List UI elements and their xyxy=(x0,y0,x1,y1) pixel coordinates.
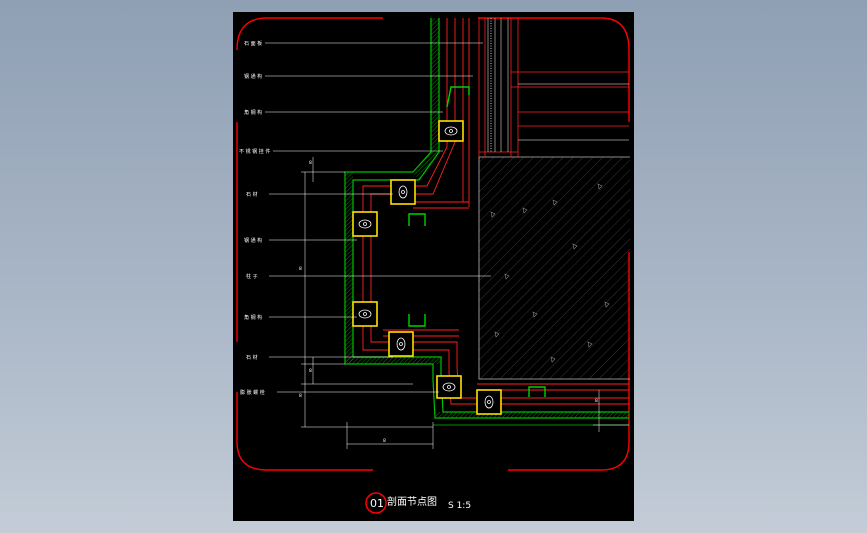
callout-label: 钢 通 构 xyxy=(244,237,262,244)
section-detail-drawing: 8 8 8 8 8 8 石 面 板 钢 通 构 角 钢 构 不 锈 钢 挂 件 … xyxy=(236,17,630,514)
dimension-lines xyxy=(301,157,629,449)
svg-text:8: 8 xyxy=(595,398,598,404)
sheet-border xyxy=(236,17,630,471)
callout-label: 膨 胀 螺 栓 xyxy=(240,389,265,396)
dimension-values: 8 8 8 8 8 8 xyxy=(299,160,598,444)
title-block: 01 剖面节点图 S 1:5 xyxy=(365,492,471,514)
title-number: 01 xyxy=(370,497,384,510)
callout-label: 角 钢 构 xyxy=(244,314,262,321)
svg-text:8: 8 xyxy=(309,160,312,166)
callout-label: 石 材 xyxy=(246,191,258,198)
cad-drawing-canvas[interactable]: 8 8 8 8 8 8 石 面 板 钢 通 构 角 钢 构 不 锈 钢 挂 件 … xyxy=(233,12,634,521)
title-scale: S 1:5 xyxy=(448,501,471,511)
anchor-bolts xyxy=(358,126,494,409)
upper-wall-white xyxy=(487,18,629,152)
svg-text:8: 8 xyxy=(383,438,386,444)
callout-label: 石 材 xyxy=(246,354,258,361)
callout-label: 不 锈 钢 挂 件 xyxy=(239,148,270,155)
callout-label: 石 面 板 xyxy=(244,40,262,47)
callout-label: 角 钢 构 xyxy=(244,109,262,116)
svg-text:8: 8 xyxy=(309,368,312,374)
title-number-circle xyxy=(365,492,387,514)
title-name: 剖面节点图 xyxy=(387,495,437,508)
callout-label: 钢 通 构 xyxy=(244,73,262,80)
leader-lines xyxy=(265,42,491,393)
concrete-column xyxy=(478,156,630,380)
callout-labels: 石 面 板 钢 通 构 角 钢 构 不 锈 钢 挂 件 石 材 钢 通 构 柱 … xyxy=(239,40,270,396)
callout-label: 柱 子 xyxy=(246,273,258,280)
svg-text:8: 8 xyxy=(299,266,302,272)
anchor-brackets xyxy=(352,120,502,415)
upper-wall xyxy=(478,18,629,157)
svg-text:8: 8 xyxy=(299,393,302,399)
channel-clips xyxy=(408,86,546,397)
